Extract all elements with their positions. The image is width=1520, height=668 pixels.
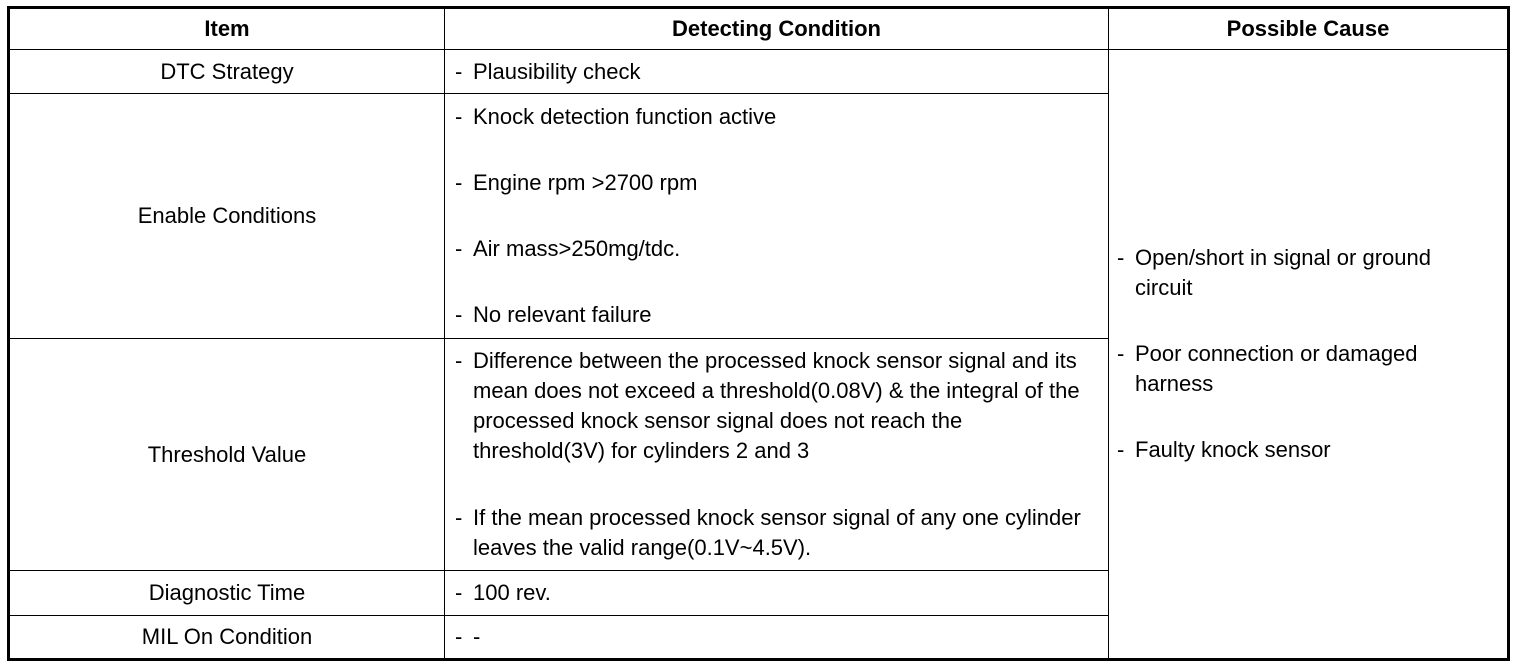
header-item: Item <box>8 7 445 50</box>
condition-cell: Knock detection function active Engine r… <box>444 93 1109 339</box>
header-possible-cause: Possible Cause <box>1108 7 1509 50</box>
condition-cell: Difference between the processed knock s… <box>444 338 1109 571</box>
table-row: Threshold Value Difference between the p… <box>8 338 1509 571</box>
cause-item: Faulty knock sensor <box>1117 435 1483 465</box>
condition-item: Difference between the processed knock s… <box>455 346 1084 466</box>
cause-item: Open/short in signal or ground circuit <box>1117 243 1483 303</box>
item-enable-conditions: Enable Conditions <box>8 93 445 339</box>
table-row: Enable Conditions Knock detection functi… <box>8 93 1509 339</box>
item-diagnostic-time: Diagnostic Time <box>8 570 445 616</box>
item-threshold-value: Threshold Value <box>8 338 445 571</box>
condition-item: No relevant failure <box>455 300 1084 330</box>
condition-cell: 100 rev. <box>444 570 1109 616</box>
cause-item: Poor connection or damaged harness <box>1117 339 1483 399</box>
table-header-row: Item Detecting Condition Possible Cause <box>8 7 1509 50</box>
condition-item: Knock detection function active <box>455 102 1084 132</box>
condition-item: 100 rev. <box>455 578 1084 608</box>
condition-item: Engine rpm >2700 rpm <box>455 168 1084 198</box>
diagnostic-table: Item Detecting Condition Possible Cause … <box>7 6 1510 661</box>
condition-item: - <box>455 622 1084 652</box>
table-row: DTC Strategy Plausibility check Open/sho… <box>8 49 1509 660</box>
table-row: Diagnostic Time 100 rev. <box>8 570 1509 616</box>
condition-item: Air mass>250mg/tdc. <box>455 234 1084 264</box>
item-mil-on-condition: MIL On Condition <box>8 615 445 660</box>
condition-cell: Plausibility check <box>444 49 1109 94</box>
possible-cause-cell: Open/short in signal or ground circuit P… <box>1108 49 1509 660</box>
condition-item: If the mean processed knock sensor signa… <box>455 503 1084 563</box>
header-detecting-condition: Detecting Condition <box>444 7 1109 50</box>
condition-item: Plausibility check <box>455 57 1084 87</box>
condition-cell: - <box>444 615 1109 660</box>
item-dtc-strategy: DTC Strategy <box>8 49 445 94</box>
table-row: MIL On Condition - <box>8 615 1509 660</box>
